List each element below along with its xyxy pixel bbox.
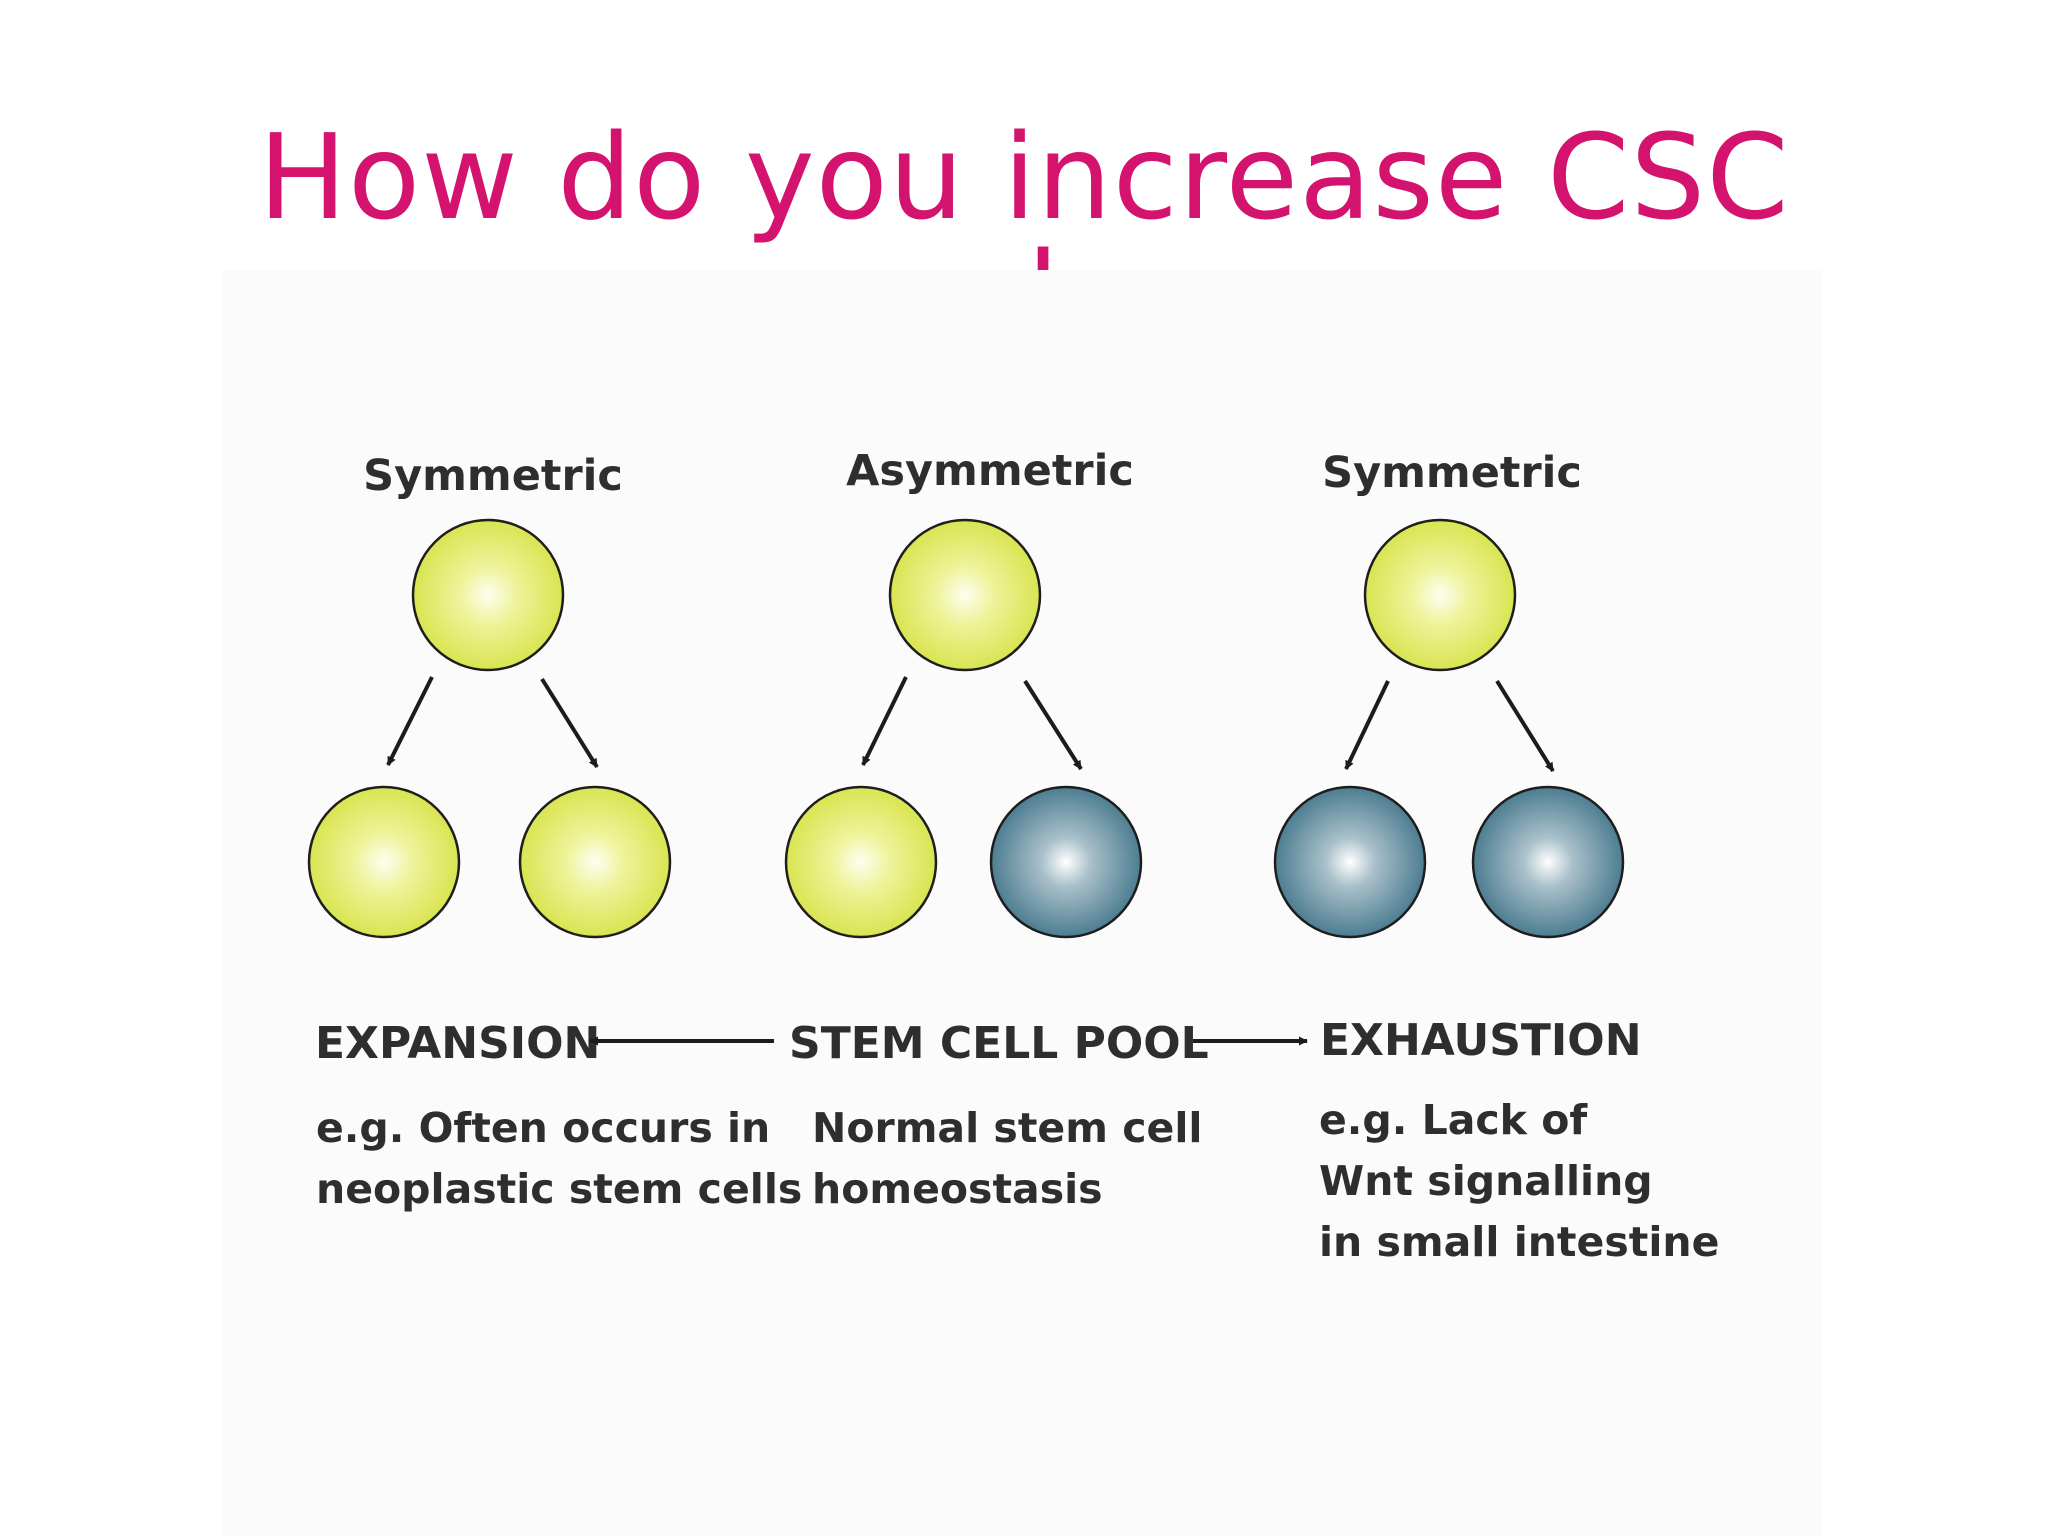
division-arrow [386,676,434,766]
division-arrow [1023,679,1083,771]
expansion-description-line: neoplastic stem cells [316,1165,803,1213]
homeostasis-description-line: Normal stem cell [812,1104,1203,1152]
division-arrow [540,677,599,769]
parent-stem-cell [1363,518,1517,672]
parent-stem-cell [888,518,1042,672]
exhaustion-description-line: Wnt signalling [1319,1157,1653,1205]
daughter-stem-cell [784,785,938,939]
division-group-symmetric-exhaustion [1273,518,1625,939]
division-type-label-symmetric-1: Symmetric [363,451,623,501]
parent-stem-cell [411,518,565,672]
expansion-description-line: e.g. Often occurs in [316,1104,771,1152]
homeostasis-description-line: homeostasis [812,1165,1103,1213]
division-arrow [1344,680,1390,770]
exhaustion-label: EXHAUSTION [1320,1015,1642,1066]
stem-cell-pool-label: STEM CELL POOL [789,1018,1209,1069]
division-group-symmetric-expansion [307,518,672,939]
division-type-label-asymmetric: Asymmetric [846,446,1134,496]
daughter-differentiated-cell [989,785,1143,939]
division-arrow [861,676,908,766]
expansion-description: e.g. Often occurs in neoplastic stem cel… [316,1098,802,1220]
daughter-differentiated-cell [1273,785,1427,939]
homeostasis-description: Normal stem cell homeostasis [812,1098,1202,1220]
expansion-label: EXPANSION [315,1018,600,1069]
division-arrow [1495,679,1555,773]
exhaustion-description: e.g. Lack of Wnt signalling in small int… [1319,1090,1719,1273]
daughter-differentiated-cell [1471,785,1625,939]
division-group-asymmetric [784,518,1143,939]
daughter-stem-cell [518,785,672,939]
daughter-stem-cell [307,785,461,939]
exhaustion-description-line: e.g. Lack of [1319,1096,1588,1144]
division-type-label-symmetric-2: Symmetric [1322,448,1582,498]
exhaustion-description-line: in small intestine [1319,1218,1720,1266]
